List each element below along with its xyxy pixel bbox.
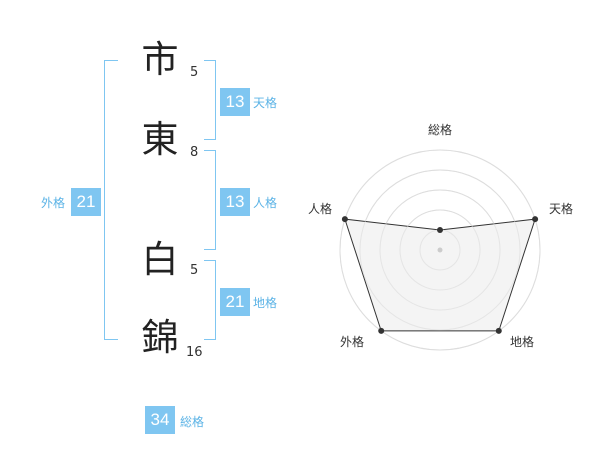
radar-point-2 xyxy=(532,216,539,223)
radar-label-gaikaku: 外格 xyxy=(340,335,365,349)
chikaku-badge: 21 xyxy=(220,288,250,316)
jinkaku-bracket xyxy=(204,150,216,250)
radar-center-dot xyxy=(437,247,443,253)
jinkaku-badge: 13 xyxy=(220,188,250,216)
jinkaku-label: 人格 xyxy=(253,196,278,210)
soukaku-label: 総格 xyxy=(180,415,205,429)
radar-label-chikaku: 地格 xyxy=(510,335,535,349)
gaikaku-bracket xyxy=(104,60,118,340)
radar-point-5 xyxy=(341,216,348,223)
gaikaku-badge: 21 xyxy=(71,188,101,216)
soukaku-badge: 34 xyxy=(145,406,175,434)
gaikaku-label: 外格 xyxy=(41,196,66,210)
name-char-4: 錦 xyxy=(141,316,179,359)
stroke-count-1: 5 xyxy=(190,65,199,80)
radar-label-soukaku: 総格 xyxy=(428,123,453,137)
radar-area xyxy=(344,218,536,332)
radar-grid-ring-overlay xyxy=(359,169,521,331)
radar-grid-ring-overlay xyxy=(379,189,501,311)
stroke-count-3: 5 xyxy=(190,263,199,278)
radar-grid-ring-overlay xyxy=(399,209,481,291)
radar-label-tenkaku: 天格 xyxy=(549,202,574,216)
radar-grid-ring-overlay xyxy=(339,149,541,351)
chikaku-bracket xyxy=(204,260,216,340)
radar-point-4 xyxy=(378,327,385,334)
stroke-count-4: 16 xyxy=(186,345,203,360)
tenkaku-bracket xyxy=(204,60,216,140)
name-char-3: 白 xyxy=(141,238,179,281)
radar-point-3 xyxy=(495,327,502,334)
radar-point-1 xyxy=(437,227,443,233)
tenkaku-badge: 13 xyxy=(220,88,250,116)
tenkaku-label: 天格 xyxy=(253,96,278,110)
name-char-1: 市 xyxy=(141,38,179,81)
radar-label-jinkaku: 人格 xyxy=(308,202,333,216)
chikaku-label: 地格 xyxy=(253,296,278,310)
name-char-2: 東 xyxy=(141,118,179,161)
stroke-count-2: 8 xyxy=(190,145,199,160)
